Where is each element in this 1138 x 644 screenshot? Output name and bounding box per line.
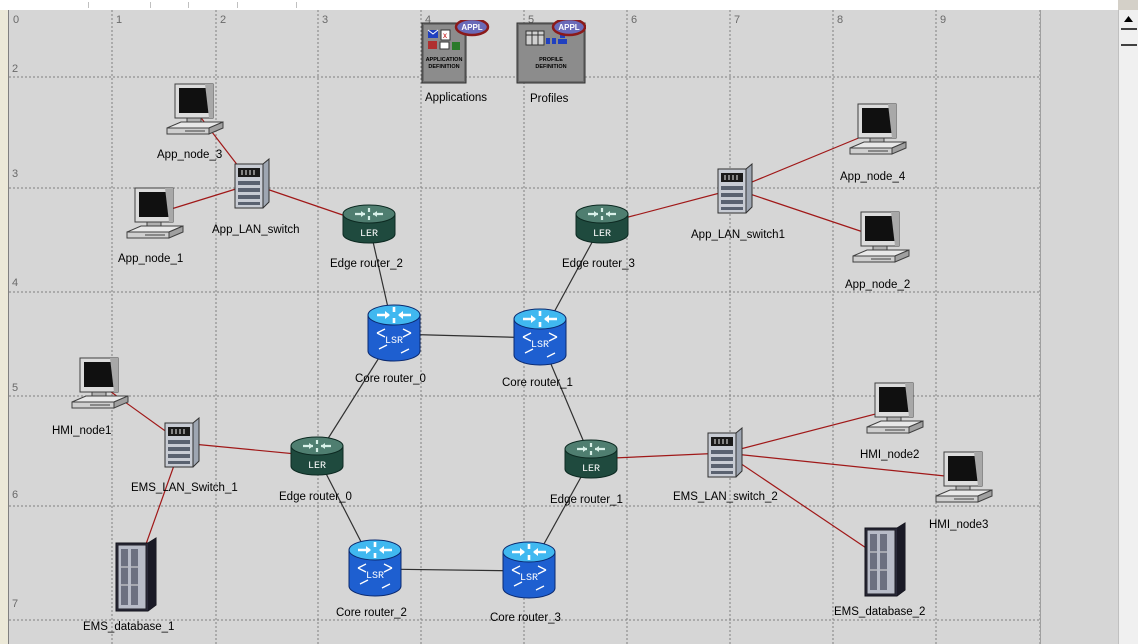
application-definition-icon: x APPLICATION DEFINITION APPL	[421, 20, 490, 84]
svg-text:x: x	[443, 31, 447, 40]
profile-caption-2: DEFINITION	[535, 64, 566, 70]
workstation-icon	[849, 103, 907, 155]
node-label-edge-router-3: Edge router_3	[562, 258, 635, 270]
grid-row-label: 7	[12, 598, 19, 610]
node-label-hmi-node1: HMI_node1	[52, 425, 112, 437]
ethernet-link[interactable]	[724, 452, 885, 561]
applications-label: Applications	[425, 92, 488, 104]
node-label-ems-database-2: EMS_database_2	[834, 606, 926, 618]
grid-row-label: 4	[12, 277, 19, 289]
node-label-app-node-2: App_node_2	[845, 279, 911, 291]
workspace-margin	[1040, 10, 1119, 644]
scroll-up-arrow-icon[interactable]	[1122, 14, 1135, 24]
profile-definition-object[interactable]: PROFILE DEFINITION APPL Profiles	[516, 20, 586, 110]
profile-definition-icon: PROFILE DEFINITION APPL	[516, 20, 586, 84]
workstation-icon	[71, 357, 129, 409]
workstation-icon	[166, 83, 224, 135]
node-label-hmi-node2: HMI_node2	[860, 449, 920, 461]
lsr-badge: LSR	[385, 336, 403, 347]
profiles-label: Profiles	[530, 93, 569, 105]
ethernet-link[interactable]	[734, 188, 882, 239]
ler-badge: LER	[582, 464, 600, 475]
lan-switch-icon	[707, 427, 743, 478]
grid-column-label: 5	[528, 14, 535, 26]
workstation-icon	[852, 211, 910, 263]
application-appl-badge: APPL	[461, 23, 482, 32]
edge-router-ler-icon: LER	[342, 204, 396, 244]
node-label-app-node-4: App_node_4	[840, 171, 906, 183]
lsr-badge: LSR	[531, 340, 549, 351]
node-label-core-router-0: Core router_0	[355, 373, 426, 385]
ler-badge: LER	[593, 229, 611, 240]
grid-column-label: 7	[734, 14, 741, 26]
database-server-icon	[864, 522, 906, 597]
node-label-core-router-3: Core router_3	[490, 612, 561, 624]
workstation-icon	[126, 187, 184, 239]
grid-column-label: 0	[13, 14, 20, 26]
grid-column-label: 2	[220, 14, 227, 26]
node-label-hmi-node3: HMI_node3	[929, 519, 989, 531]
application-caption-2: DEFINITION	[428, 64, 459, 70]
lsr-badge: LSR	[366, 571, 384, 582]
left-ruler	[0, 10, 9, 644]
lan-switch-icon	[717, 163, 753, 214]
node-label-edge-router-1: Edge router_1	[550, 494, 623, 506]
core-router-lsr-icon: LSR	[348, 539, 402, 597]
node-label-app-lan-switch: App_LAN_switch	[212, 224, 300, 236]
profile-caption-1: PROFILE	[539, 57, 563, 63]
ethernet-link[interactable]	[724, 452, 965, 479]
grid-row-label: 2	[12, 63, 19, 75]
grid-row-label: 5	[12, 382, 19, 394]
application-definition-object[interactable]: x APPLICATION DEFINITION APPL Applicatio…	[421, 20, 491, 110]
ethernet-link[interactable]	[734, 129, 879, 190]
workstation-icon	[866, 382, 924, 434]
grid-row-label: 6	[12, 489, 19, 501]
application-caption-1: APPLICATION	[426, 57, 463, 63]
lan-switch-icon	[234, 158, 270, 209]
ler-badge: LER	[308, 461, 326, 472]
node-label-app-lan-switch1: App_LAN_switch1	[691, 229, 785, 241]
grid-column-label: 1	[116, 14, 123, 26]
node-label-app-node-3: App_node_3	[157, 149, 223, 161]
node-label-app-node-1: App_node_1	[118, 253, 184, 265]
edge-router-ler-icon: LER	[575, 204, 629, 244]
lsr-badge: LSR	[520, 573, 538, 584]
grid-column-label: 8	[837, 14, 844, 26]
edge-router-ler-icon: LER	[564, 439, 618, 479]
edge-router-ler-icon: LER	[290, 436, 344, 476]
node-label-ems-lan-switch-2: EMS_LAN_switch_2	[673, 491, 778, 503]
node-label-core-router-2: Core router_2	[336, 607, 407, 619]
node-label-ems-database-1: EMS_database_1	[83, 621, 175, 633]
grid-column-label: 3	[322, 14, 329, 26]
profile-appl-badge: APPL	[558, 23, 579, 32]
workstation-icon	[935, 451, 993, 503]
scroll-thumb[interactable]	[1121, 28, 1137, 46]
core-router-lsr-icon: LSR	[367, 304, 421, 362]
core-router-lsr-icon: LSR	[502, 541, 556, 599]
node-label-core-router-1: Core router_1	[502, 377, 573, 389]
lan-switch-icon	[164, 417, 200, 468]
vertical-scrollbar[interactable]	[1118, 10, 1138, 644]
ler-badge: LER	[360, 229, 378, 240]
grid-column-label: 4	[425, 14, 432, 26]
core-router-lsr-icon: LSR	[513, 308, 567, 366]
grid-column-label: 9	[940, 14, 947, 26]
grid-row-label: 3	[12, 168, 19, 180]
node-label-edge-router-2: Edge router_2	[330, 258, 403, 270]
grid-column-label: 6	[631, 14, 638, 26]
node-label-edge-router-0: Edge router_0	[279, 491, 352, 503]
grid-lines	[9, 10, 1040, 644]
ethernet-link[interactable]	[724, 408, 896, 454]
node-label-ems-lan-switch-1: EMS_LAN_Switch_1	[131, 482, 238, 494]
database-server-icon	[115, 537, 157, 612]
